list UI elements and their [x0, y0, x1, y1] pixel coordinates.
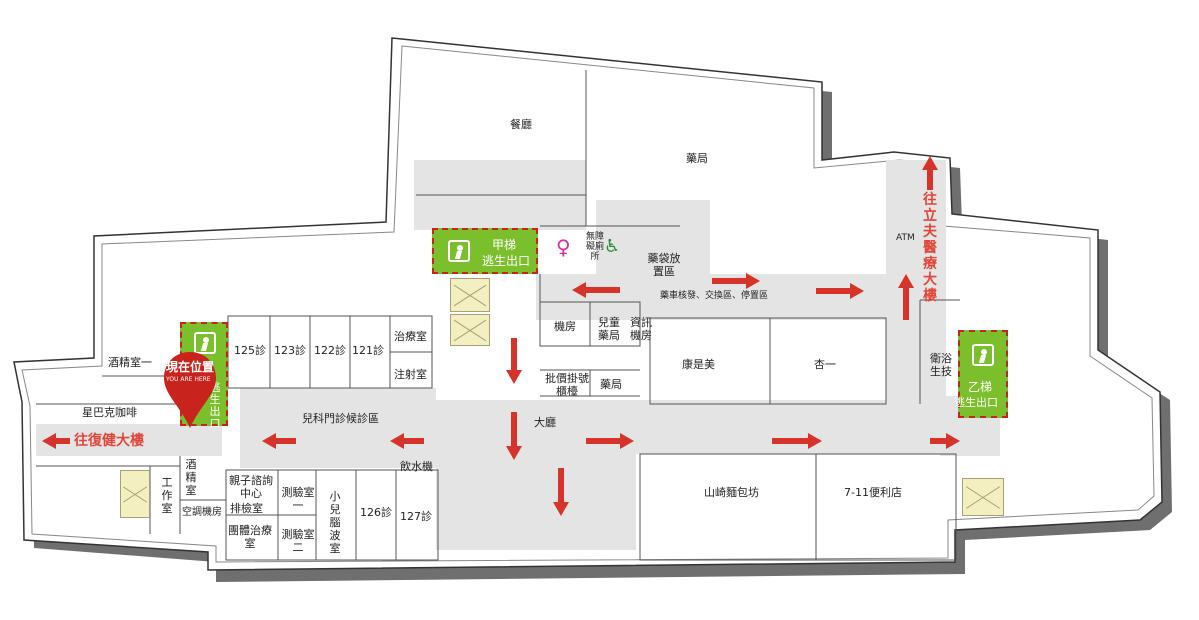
room-eeg: 小兒腦波室	[329, 490, 341, 555]
room-starbucks: 星巴克咖啡	[82, 406, 137, 419]
room-machine-room: 機房	[554, 320, 576, 333]
room-pharmacy-small: 藥局	[600, 378, 622, 391]
elevator-1	[450, 278, 490, 312]
arrow-down-1	[506, 338, 522, 384]
exit-left-label: 逃生出口	[209, 381, 221, 430]
arrow-left-fujian	[42, 433, 70, 449]
room-126: 126診	[360, 506, 392, 519]
room-group-therapy: 團體治療室	[228, 524, 272, 550]
room-parenting: 親子諮詢中心	[229, 474, 273, 500]
room-pharmacy: 藥局	[686, 152, 708, 165]
exit-yi-label: 逃生出口	[954, 396, 998, 409]
room-drug-counter: 藥車核發、交換區、停置區	[660, 291, 769, 301]
room-treatment: 治療室	[394, 330, 427, 343]
room-work: 工作室	[161, 476, 173, 515]
elevator-2	[450, 314, 490, 346]
arrow-left-3	[572, 282, 620, 298]
direction-fujian: 往復健大樓	[74, 433, 144, 449]
room-127: 127診	[400, 510, 432, 523]
arrow-down-3	[553, 468, 569, 516]
direction-lifu: 往立夫醫療大樓	[923, 192, 937, 304]
room-price-counter: 批價掛號櫃檯	[545, 372, 589, 398]
arrow-right-3	[930, 433, 960, 449]
room-aircon: 空調機房	[182, 507, 222, 518]
exit-icon	[194, 332, 216, 354]
arrow-right-4	[712, 273, 760, 289]
room-hygiene: 衛浴生技	[930, 352, 952, 378]
arrow-right-5	[816, 283, 864, 299]
room-water: 飲水機	[400, 460, 433, 473]
you-are-here-pin	[164, 352, 216, 428]
room-121: 121診	[352, 344, 384, 357]
room-medicine-bag: 藥袋放置區	[647, 252, 681, 278]
arrow-down-2	[506, 412, 522, 460]
exit-yi: 乙梯 逃生出口	[954, 330, 1008, 418]
room-injection: 注射室	[394, 368, 427, 381]
room-kyochon: 杏一	[814, 358, 836, 371]
elevator-3	[120, 470, 150, 518]
room-info-machine: 資訊機房	[630, 316, 652, 342]
arrows	[42, 156, 960, 516]
room-123: 123診	[274, 344, 306, 357]
arrow-left-1	[262, 433, 296, 449]
woman-toilet-icon: ♀	[556, 235, 571, 259]
room-test2: 測驗室二	[281, 528, 315, 554]
arrow-up-2	[898, 274, 914, 320]
room-restaurant: 餐廳	[510, 118, 532, 131]
room-125: 125診	[234, 344, 266, 357]
room-lobby: 大廳	[534, 416, 556, 429]
room-alcohol1: 酒精室一	[108, 356, 152, 369]
exit-jia: 甲梯 逃生出口	[432, 228, 538, 274]
exit-jia-name: 甲梯	[492, 238, 517, 252]
wheelchair-icon: ♿	[604, 236, 621, 257]
walls	[36, 70, 960, 561]
arrow-right-1	[586, 433, 634, 449]
exit-icon	[972, 344, 994, 366]
exit-jia-label: 逃生出口	[482, 254, 531, 268]
you-are-here-title: 現在位置	[166, 360, 215, 374]
exit-icon	[448, 240, 470, 262]
arrow-left-2	[390, 433, 424, 449]
room-queue: 排檢室	[230, 502, 263, 515]
room-pediatric-pharmacy: 兒童藥局	[598, 316, 620, 342]
room-cosmed: 康是美	[682, 358, 715, 371]
room-alcohol2: 酒精室	[185, 458, 197, 497]
room-atm: ATM	[896, 233, 915, 243]
elevator-4	[962, 478, 1004, 516]
room-seven: 7-11便利店	[844, 486, 902, 499]
arrow-up-1	[922, 156, 938, 190]
arrow-right-2	[772, 433, 822, 449]
room-pediatric-wait: 兒科門診候診區	[302, 412, 379, 425]
room-barrier-free-toilet: 無障礙廁所	[585, 232, 604, 262]
room-122: 122診	[314, 344, 346, 357]
room-bakery: 山崎麵包坊	[704, 486, 759, 499]
you-are-here-subtitle: YOU ARE HERE	[166, 376, 211, 383]
room-test1: 測驗室一	[281, 486, 315, 512]
exit-yi-name: 乙梯	[968, 380, 993, 394]
